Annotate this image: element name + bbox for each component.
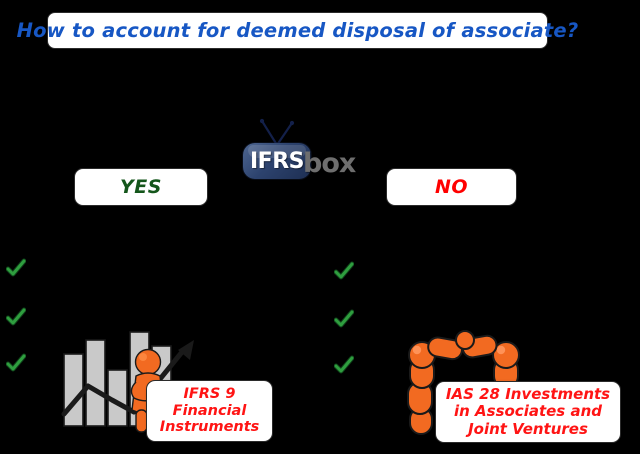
result-text-ifrs9: IFRS 9 Financial Instruments [159,386,260,436]
page-title: How to account for deemed disposal of as… [16,19,579,42]
result-card-ias28[interactable]: IAS 28 Investments in Associates and Joi… [435,381,621,443]
logo-secondary-text: box [303,148,356,179]
tv-icon: IFRS [243,143,311,179]
orange-figure-icon [407,336,463,435]
result-card-ifrs9[interactable]: IFRS 9 Financial Instruments [146,380,273,442]
checkmark-icon [6,353,26,372]
checkmark-icon [334,261,354,280]
result-text-ias28: IAS 28 Investments in Associates and Joi… [445,384,611,438]
trend-arrowhead [178,340,194,360]
checkmark-icon [334,355,354,374]
tv-antenna-icon [259,118,295,146]
title-card: How to account for deemed disposal of as… [17,12,578,49]
checkmark-icon [334,309,354,328]
branch-label-no[interactable]: NO [386,168,517,206]
logo-primary-text: IFRS [250,148,305,174]
checkmark-icon [6,307,26,326]
logo-gloss [248,145,306,158]
no-label: NO [434,176,469,198]
checkmark-icon [6,258,26,277]
ifrsbox-logo: IFRS box [240,118,356,180]
branch-label-yes[interactable]: YES [74,168,208,206]
yes-label: YES [120,176,162,198]
joined-hands [455,330,475,350]
